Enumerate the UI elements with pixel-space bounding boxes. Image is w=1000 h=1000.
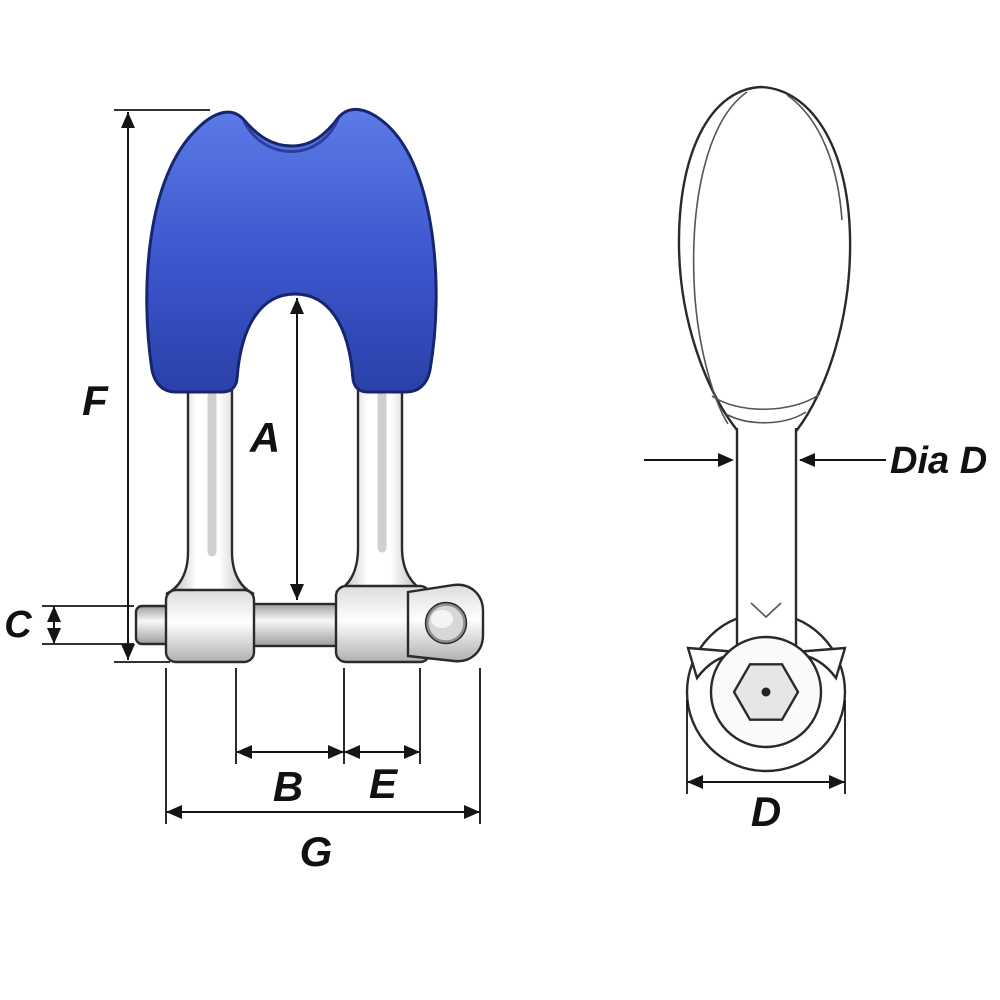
front-view: F A C B E <box>4 108 485 875</box>
dia-d-label: Dia D <box>890 440 987 482</box>
knob-neck-seam-lower <box>725 411 807 424</box>
thimble-cap-group <box>145 108 438 394</box>
dimension-a-group: A <box>249 298 304 600</box>
dimension-b-e-group: B E <box>235 668 421 810</box>
saddle-rim <box>242 118 340 153</box>
c-label: C <box>4 604 32 646</box>
b-arrow-right <box>328 745 344 759</box>
c-arrow-up <box>47 606 61 622</box>
e-arrow-left <box>344 745 360 759</box>
dimension-g-group: G <box>165 668 481 875</box>
eye-hole-highlight <box>431 610 453 628</box>
knob-contour-right <box>786 94 843 221</box>
d-label: D <box>751 788 781 835</box>
knob-neck-seam <box>711 393 821 411</box>
g-label: G <box>300 828 333 875</box>
e-arrow-right <box>404 745 420 759</box>
dimension-f-group: F <box>82 109 210 663</box>
center-mark <box>761 687 771 697</box>
e-label: E <box>369 760 399 807</box>
thimble-cap <box>145 108 438 394</box>
a-arrow-up <box>290 298 304 314</box>
d-arrow-left <box>687 775 703 789</box>
c-arrow-down <box>47 628 61 644</box>
a-arrow-down <box>290 584 304 600</box>
left-boss <box>164 588 256 664</box>
a-label: A <box>249 414 280 461</box>
side-view: Dia D D <box>644 85 987 835</box>
b-arrow-left <box>236 745 252 759</box>
knob-profile <box>677 85 852 432</box>
dimension-c-group: C <box>4 604 134 646</box>
b-label: B <box>273 763 303 810</box>
f-arrow-up <box>121 112 135 128</box>
knob-contour-left <box>692 91 748 425</box>
dia-d-arrow-right <box>718 453 734 467</box>
eye-tab <box>406 583 485 663</box>
dia-d-arrow-left <box>799 453 815 467</box>
shaft-fill <box>738 428 795 650</box>
g-arrow-right <box>464 805 480 819</box>
dimension-d-group: D <box>686 700 846 835</box>
g-arrow-left <box>166 805 182 819</box>
f-arrow-down <box>121 644 135 660</box>
f-label: F <box>82 377 109 424</box>
dia-d-callout-group: Dia D <box>644 440 987 482</box>
shaft-chevron-seam <box>750 602 782 619</box>
shackle-body <box>134 381 485 664</box>
d-arrow-right <box>829 775 845 789</box>
